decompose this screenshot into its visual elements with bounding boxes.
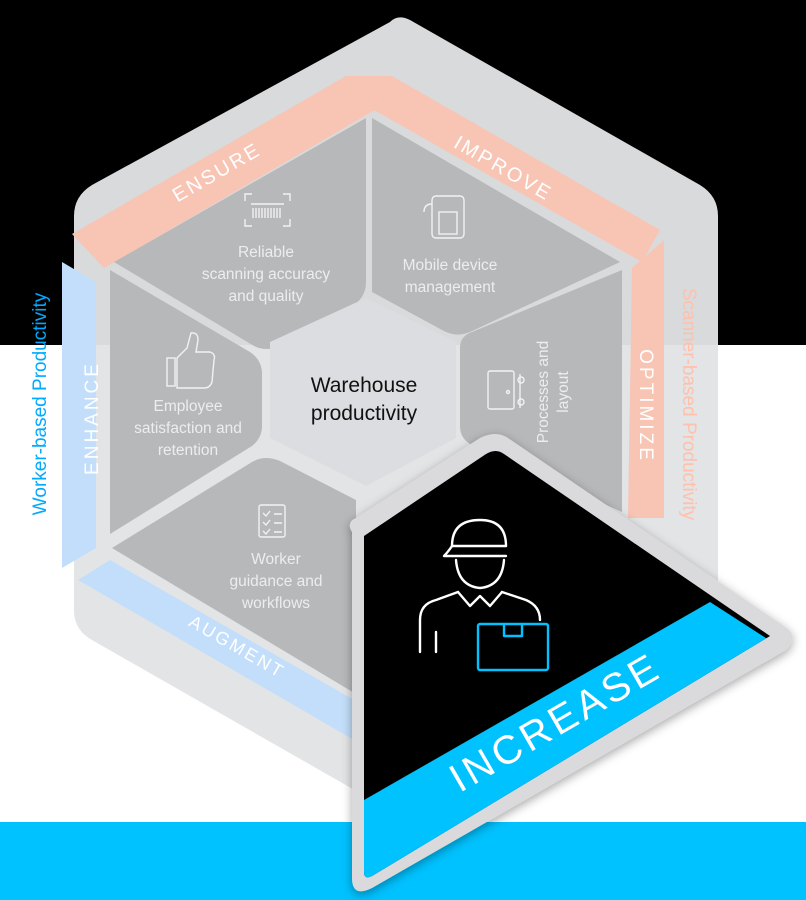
optimize-label: OPTIMIZE	[635, 349, 656, 463]
mobile-device-icon	[423, 195, 465, 239]
center-title-line1: Warehouse	[311, 374, 418, 397]
optimize-band	[628, 240, 664, 518]
mobile-text-2: management	[405, 279, 496, 296]
worker-text-2: guidance and	[229, 573, 322, 590]
enhance-label: ENHANCE	[82, 361, 103, 475]
segment-worker	[112, 458, 356, 694]
employee-text-2: satisfaction and	[134, 420, 242, 437]
segment-scanning	[114, 118, 366, 349]
inner-segments	[110, 118, 622, 694]
processes-text-2: layout	[555, 371, 572, 413]
ensure-band	[72, 76, 392, 268]
center-hexagon	[270, 298, 456, 486]
segment-mobile	[372, 118, 620, 335]
scanning-text-3: and quality	[229, 288, 304, 305]
processes-text-1: Processes and	[535, 341, 552, 444]
segment-employee	[110, 270, 262, 534]
worker-text-3: workflows	[241, 595, 310, 612]
mobile-text-1: Mobile device	[403, 257, 498, 274]
barcode-scanner-icon	[244, 193, 291, 227]
worker-based-label: Worker-based Productivity	[30, 292, 51, 515]
augment-band	[78, 560, 354, 740]
door-layout-icon	[487, 370, 525, 410]
employee-text-1: Employee	[154, 398, 223, 415]
improve-band	[362, 76, 660, 262]
thumbs-up-icon	[166, 332, 216, 389]
scanner-based-label: Scanner-based Productivity	[678, 288, 699, 521]
employee-text-3: retention	[158, 442, 218, 459]
worker-text-1: Worker	[251, 551, 301, 568]
worker-with-package-icon	[418, 518, 550, 672]
scanning-text-2: scanning accuracy	[202, 266, 331, 283]
enhance-band	[62, 262, 96, 568]
checklist-icon	[258, 504, 286, 538]
center-title-line2: productivity	[311, 402, 418, 425]
scanning-text-1: Reliable	[238, 244, 294, 261]
